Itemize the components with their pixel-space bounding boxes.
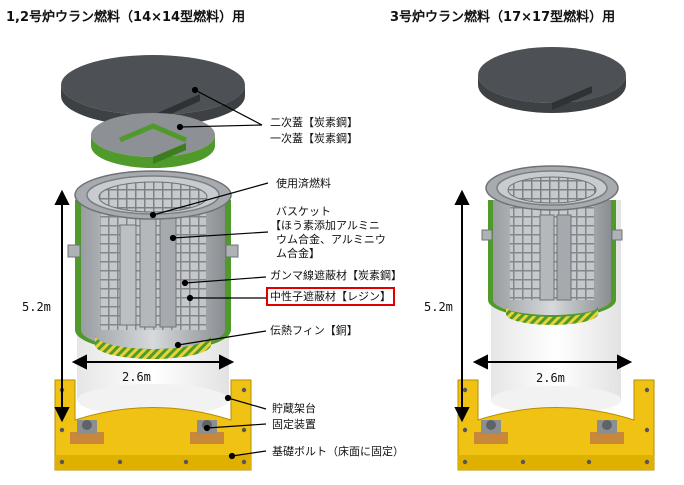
left-cask <box>54 55 269 471</box>
left-width-value: 2.6m <box>122 370 151 384</box>
left-cask-body <box>67 170 239 359</box>
right-shell-bottom <box>491 386 621 414</box>
left-fixing-device-2 <box>190 420 224 444</box>
basket-label-line1: バスケット <box>276 205 331 218</box>
basket-label-line3: ウム合金、アルミニウ <box>276 233 386 246</box>
left-storage-rack <box>54 379 252 471</box>
left-cask-title: 1,2号炉ウラン燃料（14×14型燃料）用 <box>6 10 246 25</box>
basket-label-line2: 【ほう素添加アルミニ <box>270 219 380 232</box>
right-width-value: 2.6m <box>536 371 565 385</box>
right-width-arrow <box>472 354 633 370</box>
right-height-value: 5.2m <box>424 300 453 314</box>
primary-lid-label: 一次蓋【炭素鋼】 <box>270 132 358 145</box>
left-leader-lines <box>149 86 269 460</box>
left-shell-bottom <box>77 384 229 416</box>
basket-label-line4: ム合金】 <box>276 247 320 260</box>
right-fixing-device-1 <box>474 420 508 444</box>
left-height-value: 5.2m <box>22 300 51 314</box>
heat-fin-label: 伝熱フィン【銅】 <box>270 324 358 337</box>
right-secondary-lid <box>478 47 626 113</box>
right-cask-title: 3号炉ウラン燃料（17×17型燃料）用 <box>390 10 616 25</box>
spent-fuel-label: 使用済燃料 <box>276 177 331 190</box>
left-fixing-device-1 <box>70 420 104 444</box>
left-height-arrow <box>54 189 70 423</box>
right-cask-body <box>481 165 623 325</box>
fixing-device-label: 固定装置 <box>272 418 316 431</box>
left-width-arrow <box>71 354 235 370</box>
neutron-shield-label: 中性子遮蔽材【レジン】 <box>266 287 395 306</box>
right-storage-rack <box>457 379 655 471</box>
gamma-shield-label: ガンマ線遮蔽材【炭素鋼】 <box>270 269 402 282</box>
right-height-arrow <box>454 189 470 423</box>
left-primary-lid <box>91 113 215 168</box>
foundation-bolt-label: 基礎ボルト（床面に固定） <box>272 445 404 458</box>
storage-rack-label: 貯蔵架台 <box>272 402 316 415</box>
right-cask <box>454 47 655 471</box>
secondary-lid-label: 二次蓋【炭素鋼】 <box>270 116 358 129</box>
right-fixing-device-2 <box>590 420 624 444</box>
